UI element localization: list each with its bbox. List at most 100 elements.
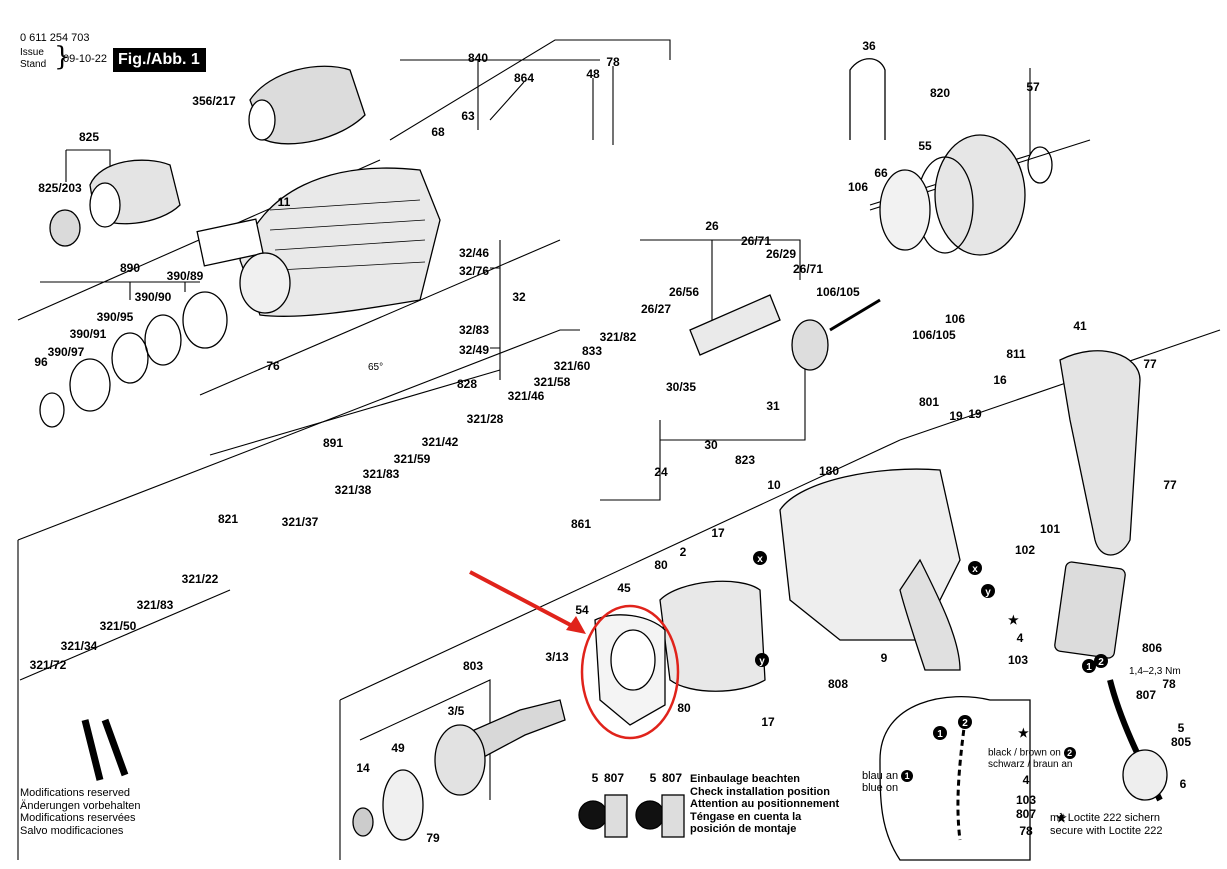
part-label-390-95: 390/95 [97,310,134,324]
part-label-31: 31 [766,399,780,413]
group-parts [39,58,1168,861]
part-label-5: 5 [1178,721,1185,735]
part-label-36: 36 [862,39,876,53]
callout-1-icon: 1 [1082,659,1096,673]
frame-right [899,329,1221,441]
part-label-16: 16 [993,373,1007,387]
part-label-5: 5 [592,771,599,785]
bearing-plate-49 [382,769,424,841]
callout-2-icon: 2 [1063,747,1076,759]
part-label-32-76: 32/76 [459,264,489,278]
part-label-101: 101 [1040,522,1060,536]
leaders-803 [359,679,491,800]
ring-390-90 [182,291,228,349]
part-label-321-42: 321/42 [422,435,459,449]
callout-y-icon: y [755,653,769,667]
note-line: posición de montaje [690,823,797,835]
part-label-24: 24 [654,465,668,479]
callout-1-icon: 1 [901,770,914,783]
part-label-63: 63 [461,109,475,123]
part-label-17: 17 [761,715,775,729]
part-label-321-58: 321/58 [534,375,571,389]
part-label-321-83: 321/83 [363,467,400,481]
housing-ribs [269,199,426,271]
callout-1-icon: 1 [933,726,947,740]
part-label-106: 106 [848,180,868,194]
leaders-32 [490,240,501,380]
part-label-390-97: 390/97 [48,345,85,359]
part-label-891: 891 [323,436,343,450]
part-label-807: 807 [604,771,624,785]
bits-pair [81,718,129,781]
modifications-line: Modifications reservées [20,812,136,824]
loctite-note: mit Loctite 222 sichern secure with Loct… [1050,812,1163,837]
part-label-77: 77 [1163,478,1177,492]
svg-text:1: 1 [1086,662,1092,673]
brace-glyph: } [54,42,71,72]
leaders-840 [400,59,614,145]
note-line: Téngase en cuenta la [690,810,802,823]
svg-text:y: y [759,656,765,667]
issue-label: Issue [20,47,44,58]
angle-label: 65° [368,362,383,373]
part-label-321-46: 321/46 [508,389,545,403]
part-label-17: 17 [711,526,725,540]
part-label-890: 890 [120,261,140,275]
black-line-1: black / brown on 2 [988,747,1076,759]
part-label-823: 823 [735,453,755,467]
handle-41 [1059,350,1141,556]
part-label-26-27: 26/27 [641,302,671,316]
part-label-833: 833 [582,344,602,358]
part-label-2: 2 [680,545,687,559]
chuck-825-bore [89,182,121,228]
part-label-57: 57 [1026,80,1040,94]
o-ring-57 [1027,146,1053,184]
part-label-321-22: 321/22 [182,572,219,586]
install-plate-1 [604,794,628,838]
black-line-2: schwarz / braun an [988,759,1073,770]
part-label-19: 19 [949,409,963,423]
callout-2-icon: 2 [1094,654,1108,668]
part-label-390-89: 390/89 [167,269,204,283]
baffle-45-bore [610,629,656,691]
blue-wire-note: blau an 1 blue on [862,770,914,794]
shaft-26 [689,294,781,356]
part-label-30: 30 [704,438,718,452]
svg-text:2: 2 [962,718,968,729]
part-label-48: 48 [586,67,600,81]
wire-black [956,719,967,841]
part-label-825: 825 [79,130,99,144]
star-icon: ★ [1008,613,1019,627]
highlight-arrow-shaft [469,570,581,632]
part-label-321-28: 321/28 [467,412,504,426]
part-label-3-13: 3/13 [545,650,569,664]
field-2 [659,580,766,692]
part-label-821: 821 [218,512,238,526]
part-label-78: 78 [1162,677,1176,691]
part-label-106: 106 [945,312,965,326]
modifications-line: Modifications reserved [20,787,131,799]
modifications-line: Änderungen vorbehalten [20,799,141,812]
part-label-103: 103 [1016,793,1036,807]
part-label-79: 79 [426,831,440,845]
part-label-180: 180 [819,464,839,478]
part-label-801: 801 [919,395,939,409]
part-label-32-49: 32/49 [459,343,489,357]
svg-text:x: x [972,564,978,575]
svg-text:2: 2 [1098,657,1104,668]
part-label-9: 9 [881,651,888,665]
part-label-106-105: 106/105 [912,328,956,342]
part-label-808: 808 [828,677,848,691]
install-symbol-2 [635,800,665,830]
install-plate-2 [661,794,685,838]
chuck-840 [249,65,366,145]
clip-36 [849,58,886,140]
spring-106-105 [829,298,881,332]
frame-840 [389,39,671,141]
part-label-356-217: 356/217 [192,94,236,108]
gear-housing-820 [934,134,1026,256]
part-label-26: 26 [705,219,719,233]
